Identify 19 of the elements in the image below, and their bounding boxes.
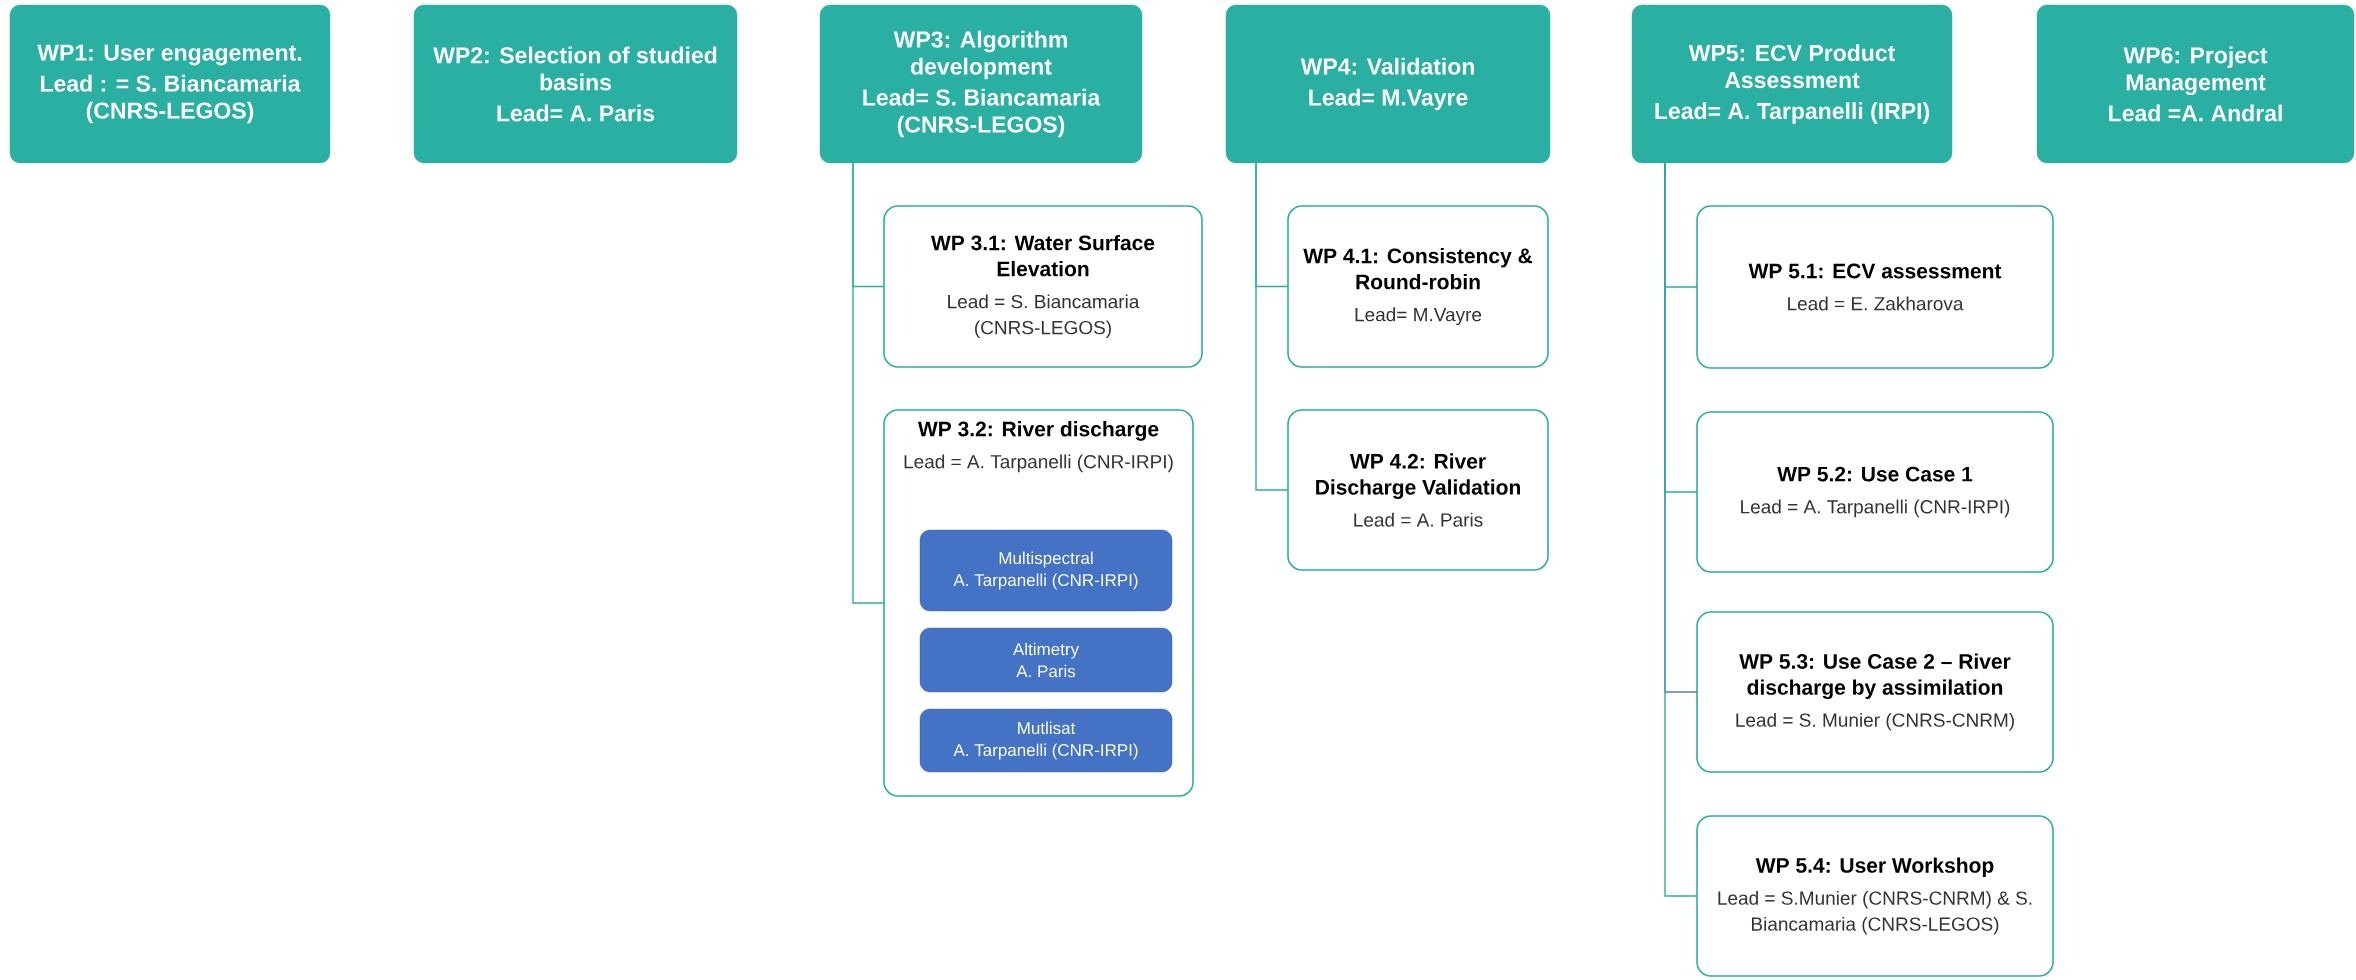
connector-line bbox=[1664, 162, 1698, 897]
task-box: WP 4.2: River Discharge Validation Lead = A. Paris bbox=[1287, 409, 1549, 571]
task-box: WP 5.2: Use Case 1 Lead = A. Tarpanelli (CNR-IRPI) bbox=[1696, 411, 2054, 573]
subtask-box: Altimetry A. Paris bbox=[919, 627, 1173, 693]
work-package-box: WP1: User engagement. Lead : = S. Biancamaria (CNRS-LEGOS) bbox=[9, 4, 331, 164]
task-box: WP 5.4: User Workshop Lead = S.Munier (CNRS-CNRM) & S. Biancamaria (CNRS-LEGOS) bbox=[1696, 815, 2054, 977]
task-box: WP 3.1: Water Surface Elevation Lead = S. Biancamaria (CNRS-LEGOS) bbox=[883, 205, 1203, 368]
work-package-box: WP6: Project Management Lead =A. Andral bbox=[2036, 4, 2355, 164]
connector-line bbox=[852, 162, 885, 604]
task-box: WP 5.1: ECV assessment Lead = E. Zakharova bbox=[1696, 205, 2054, 369]
subtask-box: Multispectral A. Tarpanelli (CNR-IRPI) bbox=[919, 529, 1173, 612]
connector-line bbox=[1255, 162, 1289, 491]
subtask-box: Mutlisat A. Tarpanelli (CNR-IRPI) bbox=[919, 708, 1173, 773]
task-box: WP 4.1: Consistency & Round-robin Lead= M.Vayre bbox=[1287, 205, 1549, 368]
work-package-box: WP5: ECV Product Assessment Lead= A. Tarpanelli (IRPI) bbox=[1631, 4, 1953, 164]
work-package-box: WP3: Algorithm development Lead= S. Biancamaria (CNRS-LEGOS) bbox=[819, 4, 1143, 164]
work-package-box: WP4: Validation Lead= M.Vayre bbox=[1225, 4, 1551, 164]
task-box: WP 5.3: Use Case 2 – River discharge by assimilation Lead = S. Munier (CNRS-CNRM) bbox=[1696, 611, 2054, 773]
work-package-box: WP2: Selection of studied basins Lead= A. Paris bbox=[413, 4, 738, 164]
